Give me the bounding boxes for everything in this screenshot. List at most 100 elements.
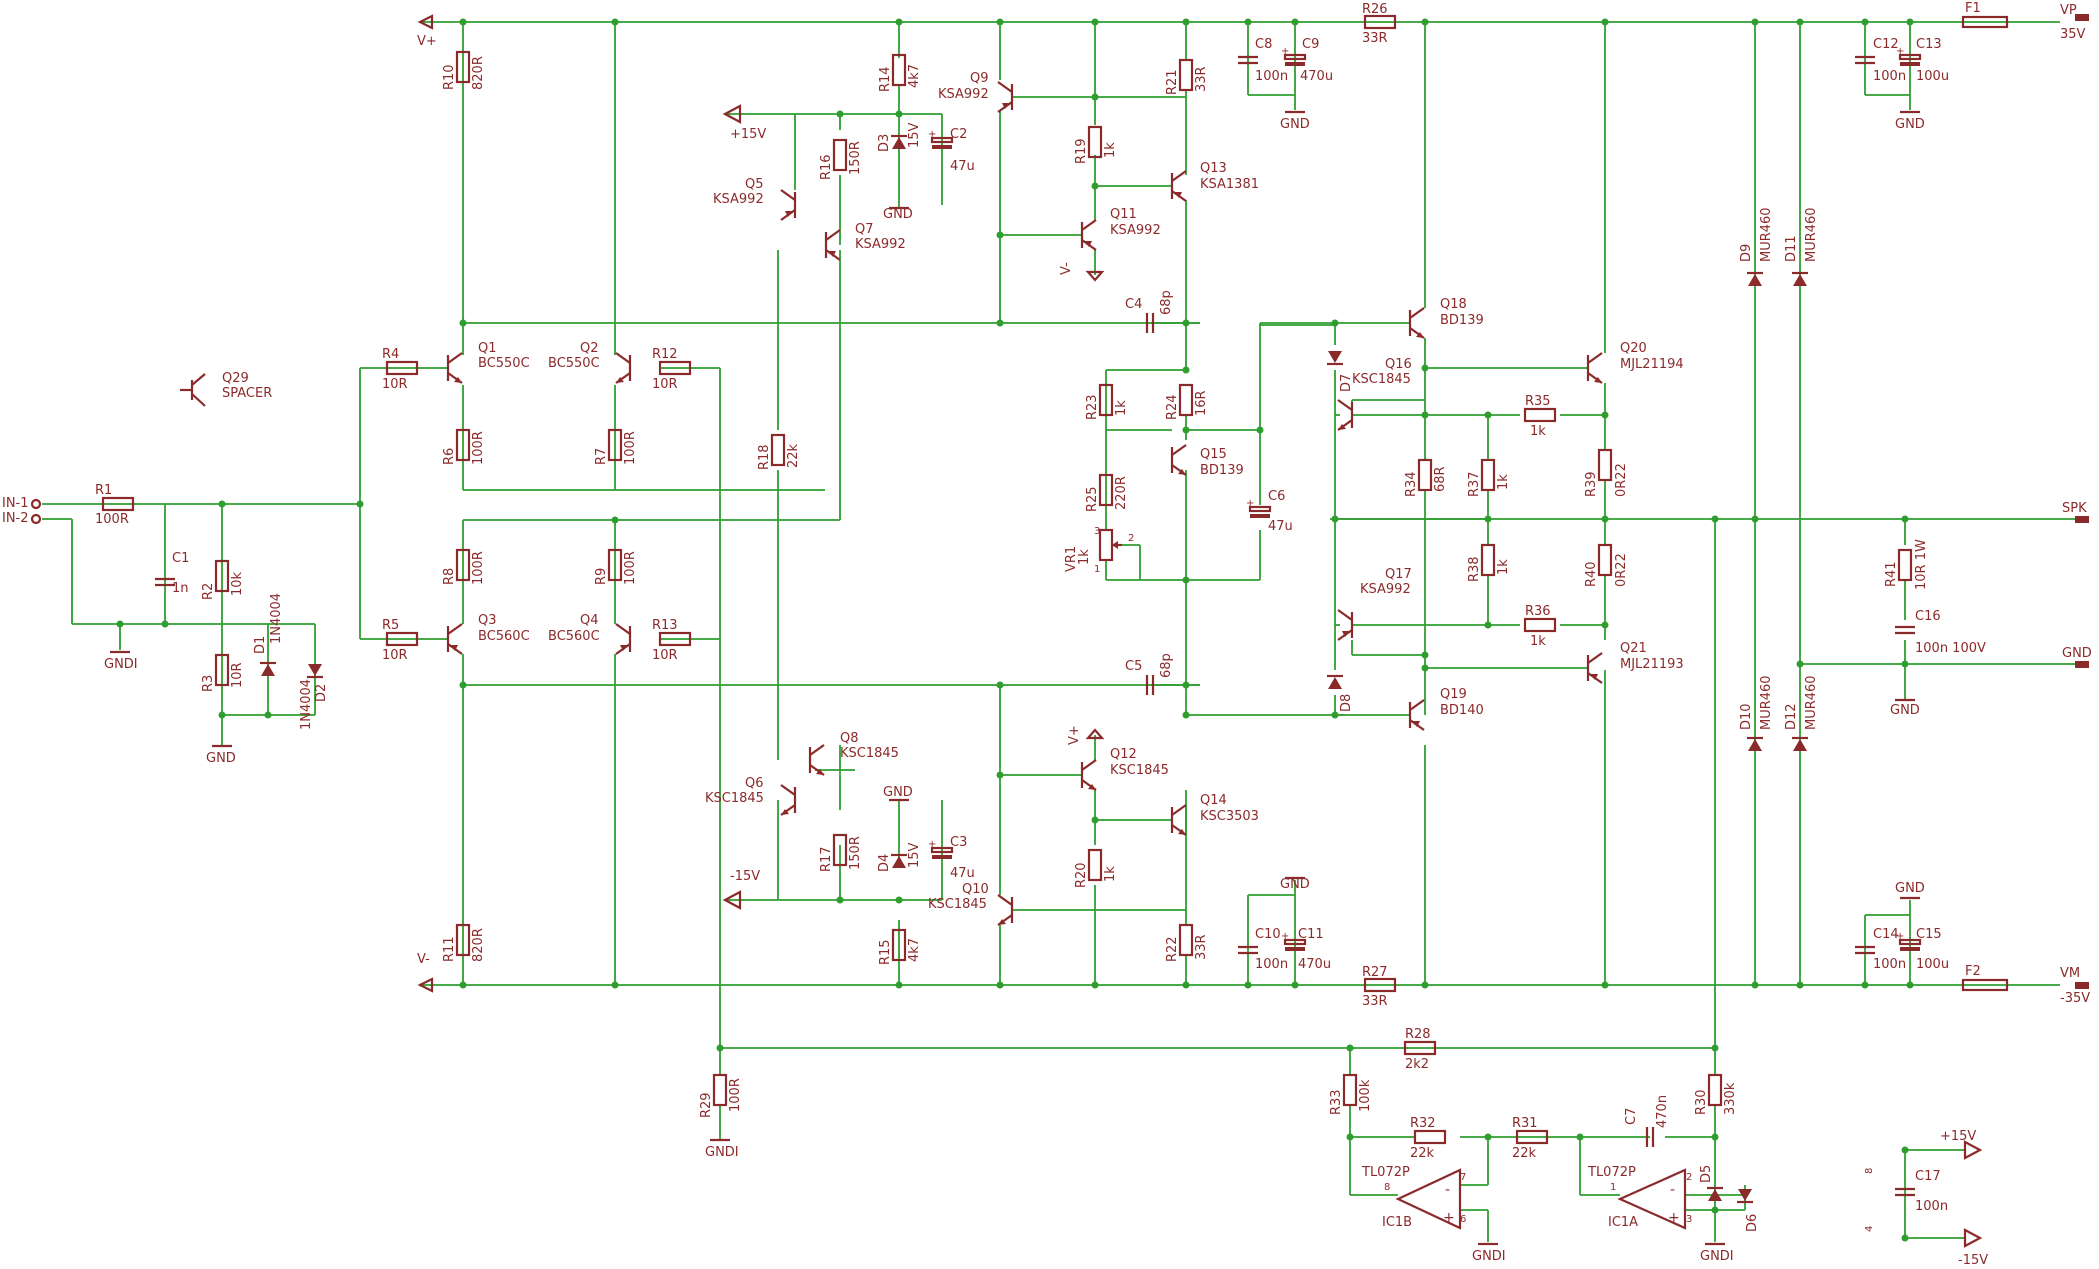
r31-name: R31 (1512, 1116, 1538, 1131)
q18-name: Q18 (1440, 297, 1467, 312)
d7-name: D7 (1339, 374, 1354, 392)
r30-value: 330k (1723, 1082, 1738, 1115)
ic1a-opamp: - + (1617, 1168, 1687, 1230)
p15-left: +15V (730, 127, 766, 142)
gnd-d4: GND (883, 785, 913, 800)
r1-name: R1 (95, 483, 112, 498)
r24-name: R24 (1165, 394, 1180, 420)
gnd-c15: GND (1895, 881, 1925, 896)
ic1b-type: TL072P (1361, 1165, 1410, 1180)
q5-value: KSA992 (713, 192, 764, 207)
label-spk: SPK (2062, 501, 2087, 516)
q16-name: Q16 (1385, 357, 1412, 372)
r10-value: 820R (471, 56, 486, 90)
svg-text:+: + (1443, 1210, 1455, 1226)
input-wires (42, 367, 448, 745)
d2-name: D2 (314, 684, 329, 702)
ic1a-pin1: 1 (1610, 1182, 1616, 1193)
q29-spacer (180, 373, 206, 407)
gnd-c11: GND (1280, 877, 1310, 892)
decoupling-wires (1247, 22, 1911, 985)
q11-value: KSA992 (1110, 223, 1161, 238)
c14-name: C14 (1873, 927, 1899, 942)
q4-name: Q4 (580, 613, 599, 628)
q5-name: Q5 (745, 177, 764, 192)
ic1a-pin2: 2 (1686, 1172, 1692, 1183)
vr1-pin3: 3 (1094, 526, 1100, 537)
r18-value: 22k (786, 443, 801, 468)
q10-value: KSC1845 (928, 897, 987, 912)
q15-value: BD139 (1200, 463, 1244, 478)
label-gnd-out: GND (2062, 646, 2092, 661)
d3-name: D3 (877, 134, 892, 152)
c15-value: 100u (1916, 957, 1949, 972)
q3-name: Q3 (478, 613, 497, 628)
q20-value: MJL21194 (1620, 357, 1684, 372)
r15-name: R15 (878, 939, 893, 965)
r41-value: 10R 1W (1914, 539, 1929, 590)
m15-left: -15V (730, 869, 760, 884)
r2-name: R2 (201, 583, 216, 600)
c9-value: 470u (1300, 69, 1333, 84)
r25-value: 220R (1114, 476, 1129, 510)
r36-value: 1k (1530, 634, 1546, 649)
svg-text:+: + (1668, 1210, 1680, 1226)
d12-value: MUR460 (1804, 675, 1819, 730)
r8-value: 100R (471, 551, 486, 585)
d11-name: D11 (1784, 235, 1799, 262)
label-in2: IN-2 (2, 511, 29, 526)
r23-name: R23 (1085, 394, 1100, 420)
label-vm: VM (2060, 966, 2080, 981)
d5-name: D5 (1699, 1165, 1714, 1183)
r11-value: 820R (471, 928, 486, 962)
q17-value: KSA992 (1360, 582, 1411, 597)
label-in1: IN-1 (2, 496, 29, 511)
q19-name: Q19 (1440, 687, 1467, 702)
ic1a-pin3: 3 (1686, 1214, 1692, 1225)
q14-name: Q14 (1200, 793, 1227, 808)
vminus-q11: V- (1059, 262, 1074, 275)
d3-value: 15V (907, 122, 922, 148)
r5-value: 10R (382, 648, 408, 663)
q29-name: Q29 (222, 371, 249, 386)
q17-name: Q17 (1385, 567, 1412, 582)
d10-name: D10 (1739, 703, 1754, 730)
feedback-wires (719, 519, 1746, 1242)
q10-name: Q10 (962, 882, 989, 897)
r40-value: 0R22 (1614, 553, 1629, 587)
junctions (116, 18, 1914, 1242)
gndi-left: GNDI (104, 657, 138, 672)
c12-name: C12 (1873, 37, 1899, 52)
c17-value: 100n (1915, 1199, 1948, 1214)
c7-name: C7 (1624, 1108, 1639, 1125)
c13-value: 100u (1916, 69, 1949, 84)
r7-name: R7 (594, 448, 609, 465)
c4-value: 68p (1159, 290, 1174, 315)
c12-value: 100n (1873, 69, 1906, 84)
ic1b-name: IC1B (1382, 1215, 1412, 1230)
q15-name: Q15 (1200, 447, 1227, 462)
c11-value: 470u (1298, 957, 1331, 972)
q2-value: BC550C (548, 356, 600, 371)
r9-value: 100R (623, 551, 638, 585)
ic-pin4: 4 (1864, 1226, 1875, 1232)
r21-value: 33R (1194, 66, 1209, 92)
r40-name: R40 (1584, 561, 1599, 587)
q12-name: Q12 (1110, 747, 1137, 762)
d9-value: MUR460 (1759, 207, 1774, 262)
q1-name: Q1 (478, 341, 497, 356)
d1-name: D1 (253, 636, 268, 654)
ic1b-out-pin: 8 (1384, 1182, 1390, 1193)
r3-value: 10R (230, 662, 245, 688)
label-v-plus: V+ (417, 34, 437, 49)
c9-name: C9 (1302, 37, 1319, 52)
c8-value: 100n (1255, 69, 1288, 84)
r4-value: 10R (382, 377, 408, 392)
m15-right: -15V (1958, 1253, 1988, 1268)
gnd-c13: GND (1895, 117, 1925, 132)
c2-value: 47u (950, 159, 975, 174)
q8-name: Q8 (840, 731, 859, 746)
r14-value: 4k7 (907, 64, 922, 88)
c4-name: C4 (1125, 297, 1142, 312)
